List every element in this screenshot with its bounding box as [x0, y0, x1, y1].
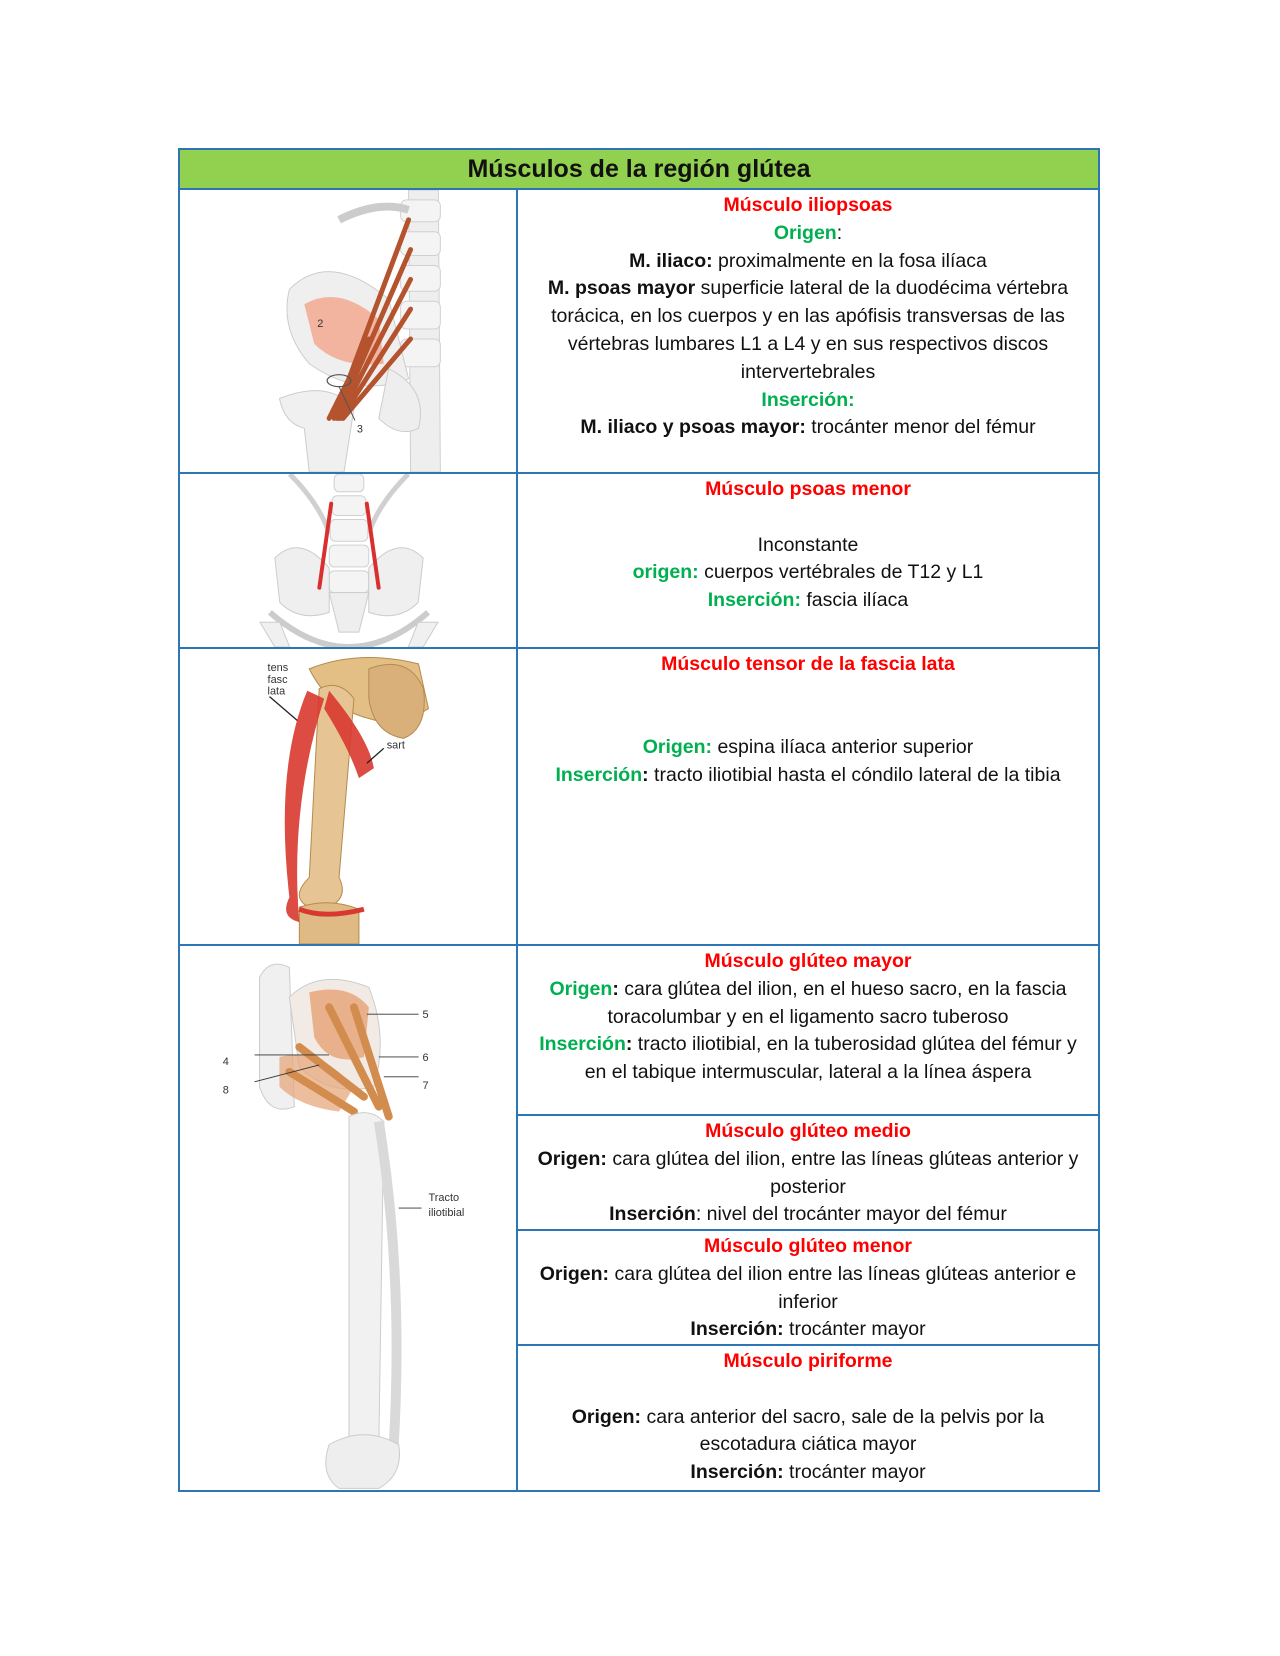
gluteo-medio-insertion-text: : nivel del trocánter mayor del fémur — [695, 1203, 1007, 1226]
muscle-table: Músculos de la región glútea — [178, 148, 1100, 1492]
row-psoas-menor: Músculo psoas menor Inconstante origen: … — [180, 474, 1098, 649]
gluteo-mayor-insertion-text: tracto iliotibial, en la tuberosidad glú… — [584, 1033, 1077, 1084]
gluteo-mayor-insertion-label: Inserción — [539, 1033, 626, 1056]
gluteo-medio-origin-label: Origen: — [537, 1147, 607, 1170]
gluteal-label-6: 6 — [423, 1052, 429, 1064]
tensor-label-sart: sart — [387, 739, 405, 751]
gluteo-menor-insertion-text: trocánter mayor — [783, 1318, 926, 1341]
psoas-mayor-label: M. psoas mayor — [547, 277, 696, 300]
gluteal-illustration: 5 6 7 4 8 Tracto iliotibial — [223, 963, 465, 1489]
gluteo-mayor-name: Músculo glúteo mayor — [704, 950, 912, 972]
tensor-insertion-text: tracto iliotibial hasta el cóndilo later… — [648, 764, 1061, 787]
gluteo-menor-name: Músculo glúteo menor — [703, 1235, 912, 1257]
iliopsoas-insertion-label: Inserción: — [761, 388, 855, 411]
gluteo-medio-cell: Músculo glúteo medio Origen: cara glútea… — [518, 1116, 1098, 1231]
psoas-menor-origin-text: cuerpos vertébrales de T12 y L1 — [698, 561, 984, 584]
iliopsoas-origin-colon: : — [836, 221, 843, 244]
psoas-menor-insertion-text: fascia ilíaca — [800, 589, 909, 612]
gluteo-mayor-origin-text: cara glútea del ilion, en el hueso sacro… — [607, 977, 1067, 1028]
gluteo-medio-name: Músculo glúteo medio — [705, 1120, 911, 1142]
psoas-menor-origin-label: origen: — [632, 561, 699, 584]
psoas-menor-illustration — [259, 474, 439, 647]
gluteo-menor-cell: Músculo glúteo menor Origen: cara glútea… — [518, 1231, 1098, 1346]
iliaco-label: M. iliaco: — [629, 249, 713, 272]
gluteo-mayor-origin-label: Origen — [549, 977, 613, 1000]
psoas-menor-figure — [180, 474, 518, 647]
gluteo-menor-origin-label: Origen: — [539, 1262, 610, 1285]
gluteal-label-5: 5 — [423, 1009, 429, 1021]
tensor-figure: tens fasc lata sart — [180, 649, 518, 944]
iliopsoas-label-3: 3 — [357, 423, 363, 435]
gluteal-label-4: 4 — [223, 1056, 229, 1068]
tensor-origin-label: Origen: — [642, 736, 713, 759]
iliopsoas-illustration: 3 2 — [278, 190, 441, 472]
piriforme-insertion-label: Inserción: — [690, 1461, 784, 1484]
gluteal-figure: 5 6 7 4 8 Tracto iliotibial — [180, 946, 518, 1490]
iliaco-text: proximalmente en la fosa ilíaca — [712, 249, 987, 272]
tensor-origin-text: espina ilíaca anterior superior — [712, 736, 974, 759]
iliopsoas-name: Músculo iliopsoas — [723, 194, 893, 216]
gluteo-menor-insertion-label: Inserción: — [690, 1318, 784, 1341]
iliopsoas-insertion-text: trocánter menor del fémur — [805, 416, 1036, 439]
gluteo-mayor-cell: Músculo glúteo mayor Origen: cara glútea… — [518, 946, 1098, 1116]
piriforme-cell: Músculo piriforme Origen: cara anterior … — [518, 1346, 1098, 1489]
iliopsoas-insertion-bold: M. iliaco y psoas mayor: — [580, 416, 806, 439]
tensor-insertion-label: Inserción — [555, 764, 643, 787]
gluteo-mayor-insertion-colon: : — [625, 1033, 633, 1056]
gluteo-medio-origin-text: cara glútea del ilion, entre las líneas … — [606, 1147, 1079, 1198]
row-gluteal-muscles: 5 6 7 4 8 Tracto iliotibial Músculo glút… — [180, 946, 1098, 1490]
gluteal-descriptions: Músculo glúteo mayor Origen: cara glútea… — [518, 946, 1098, 1490]
psoas-mayor-text: superficie lateral de la duodécima vérte… — [551, 277, 1069, 383]
iliopsoas-figure: 3 2 — [180, 190, 518, 472]
gluteal-label-7: 7 — [423, 1080, 429, 1092]
psoas-menor-insertion-label: Inserción: — [707, 589, 801, 612]
psoas-menor-description: Músculo psoas menor Inconstante origen: … — [518, 474, 1098, 647]
psoas-menor-name: Músculo psoas menor — [705, 478, 911, 500]
table-title: Músculos de la región glútea — [180, 150, 1098, 190]
tensor-label-lata: lata — [268, 686, 287, 698]
iliopsoas-origin-label: Origen — [773, 221, 837, 244]
piriforme-origin-label: Origen: — [571, 1405, 642, 1428]
iliopsoas-description: Músculo iliopsoas Origen: M. iliaco: pro… — [518, 190, 1098, 472]
iliopsoas-label-2: 2 — [317, 318, 323, 330]
tensor-insertion-colon: : — [642, 764, 649, 787]
piriforme-insertion-text: trocánter mayor — [783, 1461, 926, 1484]
row-tensor-fascia-lata: tens fasc lata sart Músculo tensor de la… — [180, 649, 1098, 946]
tensor-name: Músculo tensor de la fascia lata — [661, 653, 955, 675]
gluteo-medio-insertion-label: Inserción — [609, 1203, 696, 1226]
gluteal-label-8: 8 — [223, 1085, 229, 1097]
tensor-description: Músculo tensor de la fascia lata Origen:… — [518, 649, 1098, 944]
tensor-label-tens: tens — [268, 662, 289, 674]
tensor-illustration: tens fasc lata sart — [268, 657, 430, 944]
gluteo-menor-origin-text: cara glútea del ilion entre las líneas g… — [609, 1262, 1077, 1313]
tensor-label-fasc: fasc — [268, 674, 289, 686]
gluteo-mayor-origin-colon: : — [612, 977, 619, 1000]
row-iliopsoas: 3 2 Músculo iliopsoas Origen: M. iliaco:… — [180, 190, 1098, 474]
gluteal-label-tracto: Tracto — [429, 1192, 460, 1204]
piriforme-origin-text: cara anterior del sacro, sale de la pelv… — [641, 1405, 1045, 1456]
psoas-menor-note: Inconstante — [757, 533, 859, 556]
piriforme-name: Músculo piriforme — [723, 1350, 893, 1372]
gluteal-label-iliotibial: iliotibial — [429, 1207, 465, 1219]
